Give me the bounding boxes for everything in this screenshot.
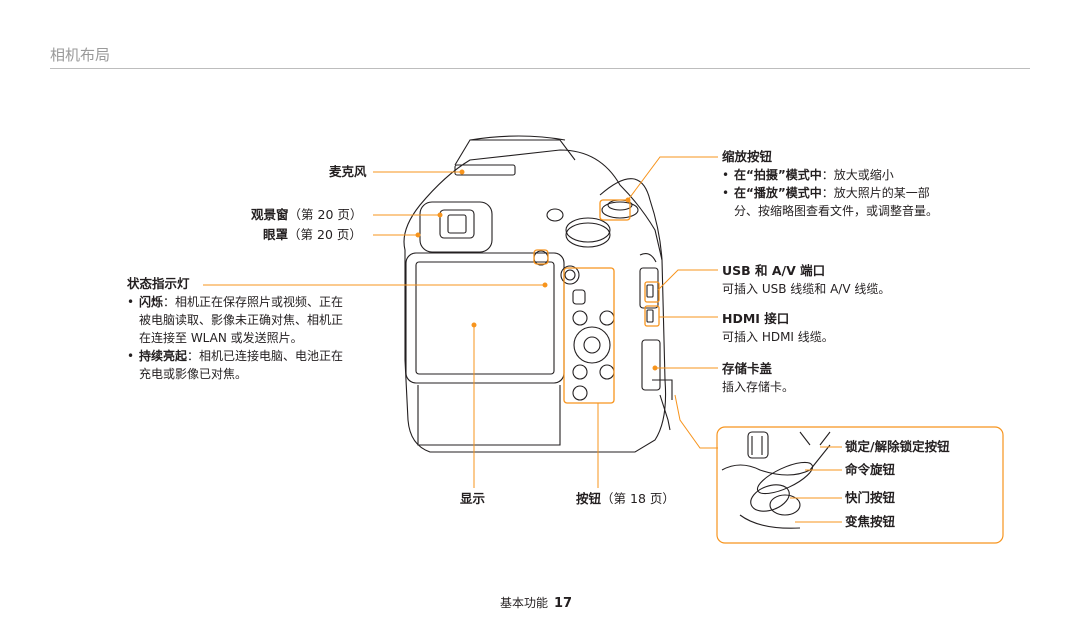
header-rule [50, 68, 1030, 69]
blink-desc-line3: 在连接至 WLAN 或发送照片。 [139, 331, 303, 345]
shutter-inset [716, 426, 1004, 544]
page-number: 17 [554, 596, 573, 611]
zoom-shoot-item: •在“拍摄”模式中：放大或缩小 [722, 168, 894, 182]
highlight-marks [533, 199, 660, 404]
camera-back-illustration [403, 135, 673, 453]
card-cover-label: 存储卡盖 [722, 361, 773, 376]
chapter-name: 基本功能 [500, 596, 549, 610]
eyecup-label: 眼罩（第 20 页） [263, 227, 362, 242]
status-lamp-label: 状态指示灯 [127, 276, 190, 291]
viewfinder-label: 观景窗（第 20 页） [251, 207, 363, 222]
section-title: 相机布局 [50, 46, 111, 64]
hdmi-desc: 可插入 HDMI 线缆。 [722, 330, 834, 344]
steady-item: •持续亮起：相机已连接电脑、电池正在 [127, 349, 344, 363]
zoom-play-desc-line2: 分、按缩略图查看文件，或调整音量。 [734, 204, 939, 218]
zoom-play-item: •在“播放”模式中：放大照片的某一部 [722, 186, 930, 200]
blink-item: •闪烁：相机正在保存照片或视频、正在 [127, 295, 344, 309]
microphone-label: 麦克风 [329, 164, 367, 179]
zoom-button-label: 缩放按钮 [722, 149, 773, 164]
shutter-button-label: 快门按钮 [845, 490, 896, 505]
lock-button-label: 锁定/解除锁定按钮 [845, 439, 950, 454]
buttons-label: 按钮（第 18 页） [576, 491, 675, 506]
hdmi-port-label: HDMI 接口 [722, 311, 790, 326]
card-cover-desc: 插入存储卡。 [722, 380, 795, 394]
page-footer: 基本功能 17 [500, 594, 572, 611]
display-label: 显示 [460, 491, 486, 506]
usb-av-desc: 可插入 USB 线缆和 A/V 线缆。 [722, 282, 891, 296]
blink-desc-line2: 被电脑读取、影像未正确对焦、相机正 [139, 313, 344, 327]
zoom-lever-label: 变焦按钮 [845, 514, 896, 529]
command-dial-label: 命令旋钮 [845, 462, 896, 477]
steady-desc-line2: 充电或影像已对焦。 [139, 367, 248, 381]
callout-lines [203, 156, 718, 488]
usb-av-port-label: USB 和 A/V 端口 [722, 263, 826, 278]
